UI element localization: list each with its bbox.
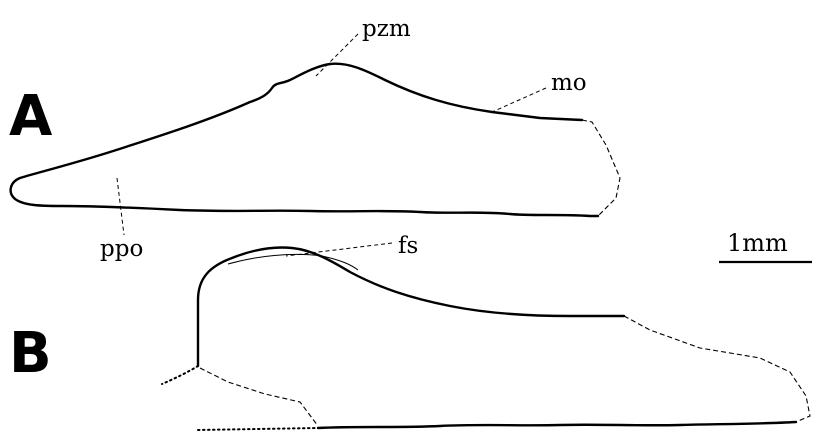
specimen-b-lower-outline [318, 422, 796, 428]
label-fs: fs [398, 233, 418, 259]
label-mo: mo [551, 70, 587, 96]
label-ppo: ppo [100, 236, 143, 262]
specimen-b [162, 247, 810, 430]
specimen-a-missing-outline [582, 120, 620, 216]
scale-bar: 1mm [719, 229, 812, 262]
panel-letter-a: A [9, 84, 53, 149]
specimen-b-missing-left [200, 368, 318, 426]
mo-leader-line [492, 88, 546, 112]
pzm-leader-line [316, 34, 358, 76]
specimen-b-upper-outline [198, 247, 624, 366]
specimen-a-upper-outline [11, 64, 598, 216]
specimen-a [11, 64, 620, 216]
scale-bar-label: 1mm [727, 229, 788, 257]
specimen-b-inner-line [228, 254, 358, 270]
panel-letter-b: B [9, 321, 52, 386]
specimen-b-dotted-extension-lower [198, 428, 318, 430]
label-pzm: pzm [362, 16, 411, 42]
specimen-b-missing-right [624, 316, 810, 422]
specimen-b-dotted-extension-upper [162, 366, 198, 384]
